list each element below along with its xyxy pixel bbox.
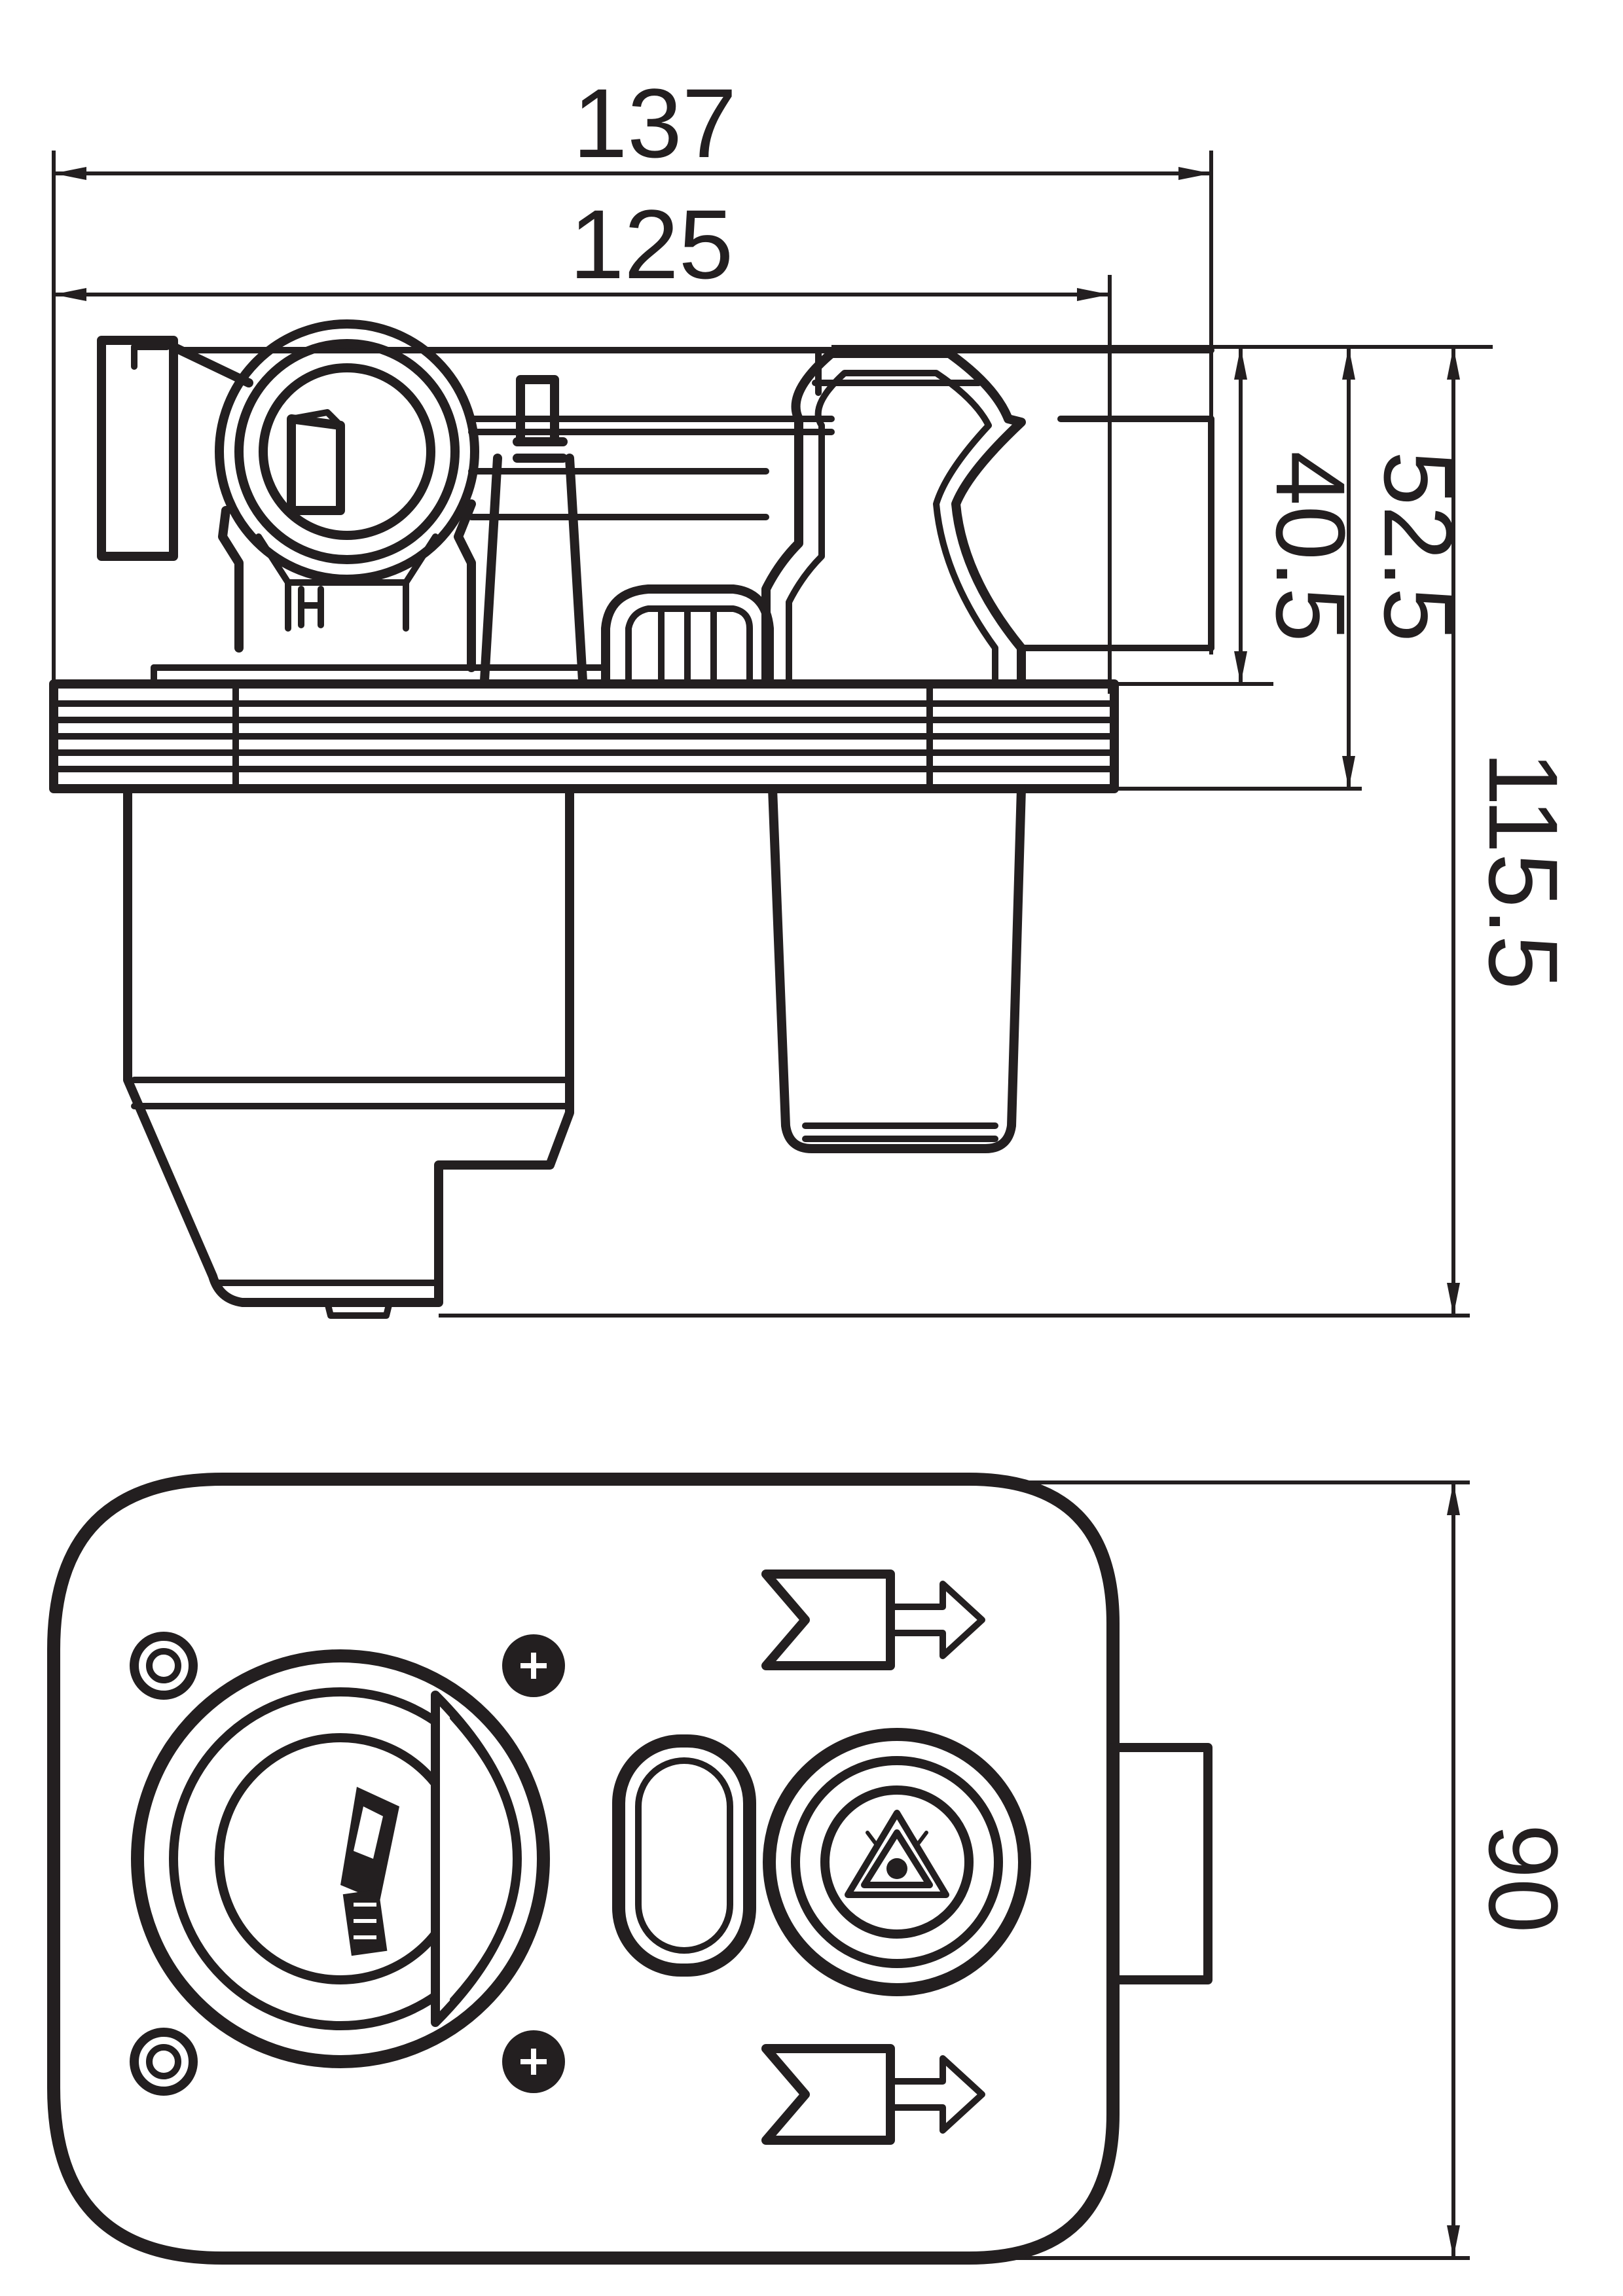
screw-head-icon (502, 1634, 565, 1697)
side-tab (1108, 1743, 1213, 1984)
side-view: 137 125 40.5 52.5 115.5 (49, 68, 1578, 1319)
knob-plan (131, 1649, 550, 2068)
double-arrow-right-icon (761, 1570, 985, 1670)
lower-left-body (123, 784, 574, 1319)
rotary-knob (215, 319, 479, 672)
double-arrow-right-icon (761, 2044, 985, 2145)
lower-right-body (768, 784, 1026, 1153)
top-view: 90 (47, 1473, 1578, 2265)
center-post (480, 375, 587, 685)
brand-logo-icon (340, 1787, 399, 1956)
mounting-hole-bottom-left (130, 2028, 198, 2096)
dimension-total-height-label: 115.5 (1468, 751, 1578, 990)
upper-left-housing (97, 336, 178, 561)
drain-port (763, 1728, 1031, 1996)
oval-slot (612, 1734, 756, 1977)
dimension-overall-width-label: 137 (573, 68, 737, 178)
screw-head-icon (502, 2030, 565, 2093)
dimension-plan-depth-label: 90 (1468, 1824, 1578, 1933)
plan-outline (47, 1473, 1120, 2265)
dimension-base-width: 125 (54, 189, 1110, 301)
dimension-upper-height: 40.5 (1234, 347, 1366, 684)
mounting-hole-top-left (130, 1632, 198, 1700)
dimension-base-width-label: 125 (570, 189, 733, 299)
dimension-total-height: 115.5 (1447, 347, 1578, 1316)
dimension-plan-depth: 90 (969, 1480, 1578, 2260)
dimension-overall-width: 137 (54, 68, 1211, 180)
right-nozzle (761, 349, 1026, 689)
dimension-flange-height-label: 52.5 (1364, 451, 1474, 642)
middle-slot (601, 584, 774, 689)
recycling-triangle-icon (845, 1810, 949, 1898)
flange-plate (49, 679, 1119, 793)
